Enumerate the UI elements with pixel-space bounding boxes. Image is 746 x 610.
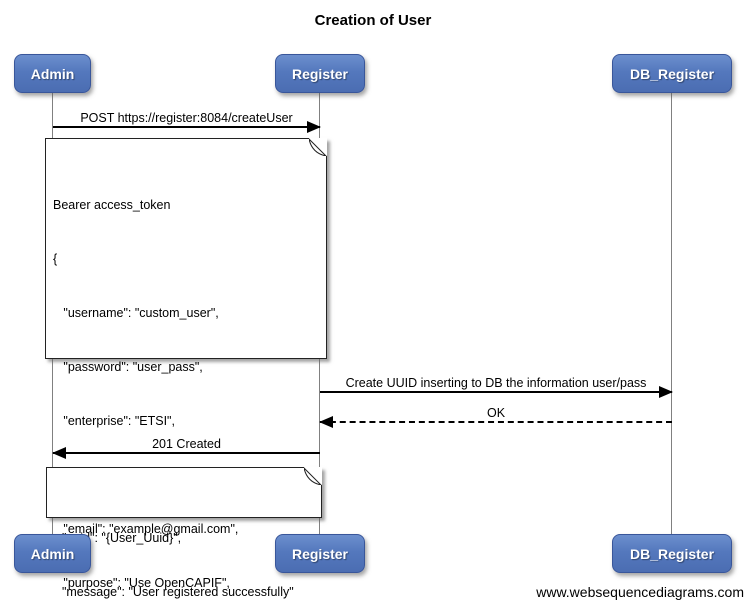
message-ok: OK [319,406,672,428]
message-create-uuid: Create UUID inserting to DB the informat… [320,376,673,398]
actor-label-register: Register [291,65,349,82]
actor-label-admin: Admin [30,545,75,562]
note-line: "password": "user_pass", [53,360,203,374]
arrowhead-left-icon [319,416,333,428]
actor-box-db-register-bottom: DB_Register [612,534,732,573]
message-line [53,452,320,454]
note-line: "email": "example@gmail.com", [53,522,239,536]
arrowhead-right-icon [307,121,321,133]
note-request-body: Bearer access_token { "username": "custo… [45,138,327,590]
actor-box-admin-top: Admin [14,54,91,93]
message-post-create-user: POST https://register:8084/createUser [53,111,321,133]
message-label: 201 Created [152,437,221,451]
actor-label-db-register: DB_Register [629,65,715,82]
actor-box-register-bottom: Register [275,534,365,573]
note-line: { [53,252,58,266]
actor-label-admin: Admin [30,65,75,82]
actor-label-register: Register [291,545,349,562]
message-line [53,126,320,128]
arrowhead-left-icon [52,447,66,459]
note-line: "username": "custom_user", [53,306,219,320]
note-line: Bearer access_token [53,198,171,212]
message-line-dashed [320,421,672,423]
lifeline-db-register [671,93,672,535]
note-line: "message": "User registered successfully… [55,585,294,599]
note-fold-icon [309,138,327,156]
note-line: "enterprise": "ETSI", [53,414,175,428]
message-201-created: 201 Created [52,437,320,459]
actor-box-db-register-top: DB_Register [612,54,732,93]
actor-label-db-register: DB_Register [629,545,715,562]
watermark: www.websequencediagrams.com [536,584,744,600]
message-label: OK [486,406,506,420]
note-fold-icon [304,467,322,485]
actor-box-admin-bottom: Admin [14,534,91,573]
note-line: "purpose": "Use OpenCAPIF", [53,576,230,590]
message-line [320,391,672,393]
actor-box-register-top: Register [275,54,365,93]
arrowhead-right-icon [659,386,673,398]
note-response-body: "uuid": "{User_Uuid}", "message": "User … [46,467,322,599]
message-label: Create UUID inserting to DB the informat… [345,376,647,390]
diagram-title: Creation of User [314,12,432,29]
message-label: POST https://register:8084/createUser [80,111,293,125]
